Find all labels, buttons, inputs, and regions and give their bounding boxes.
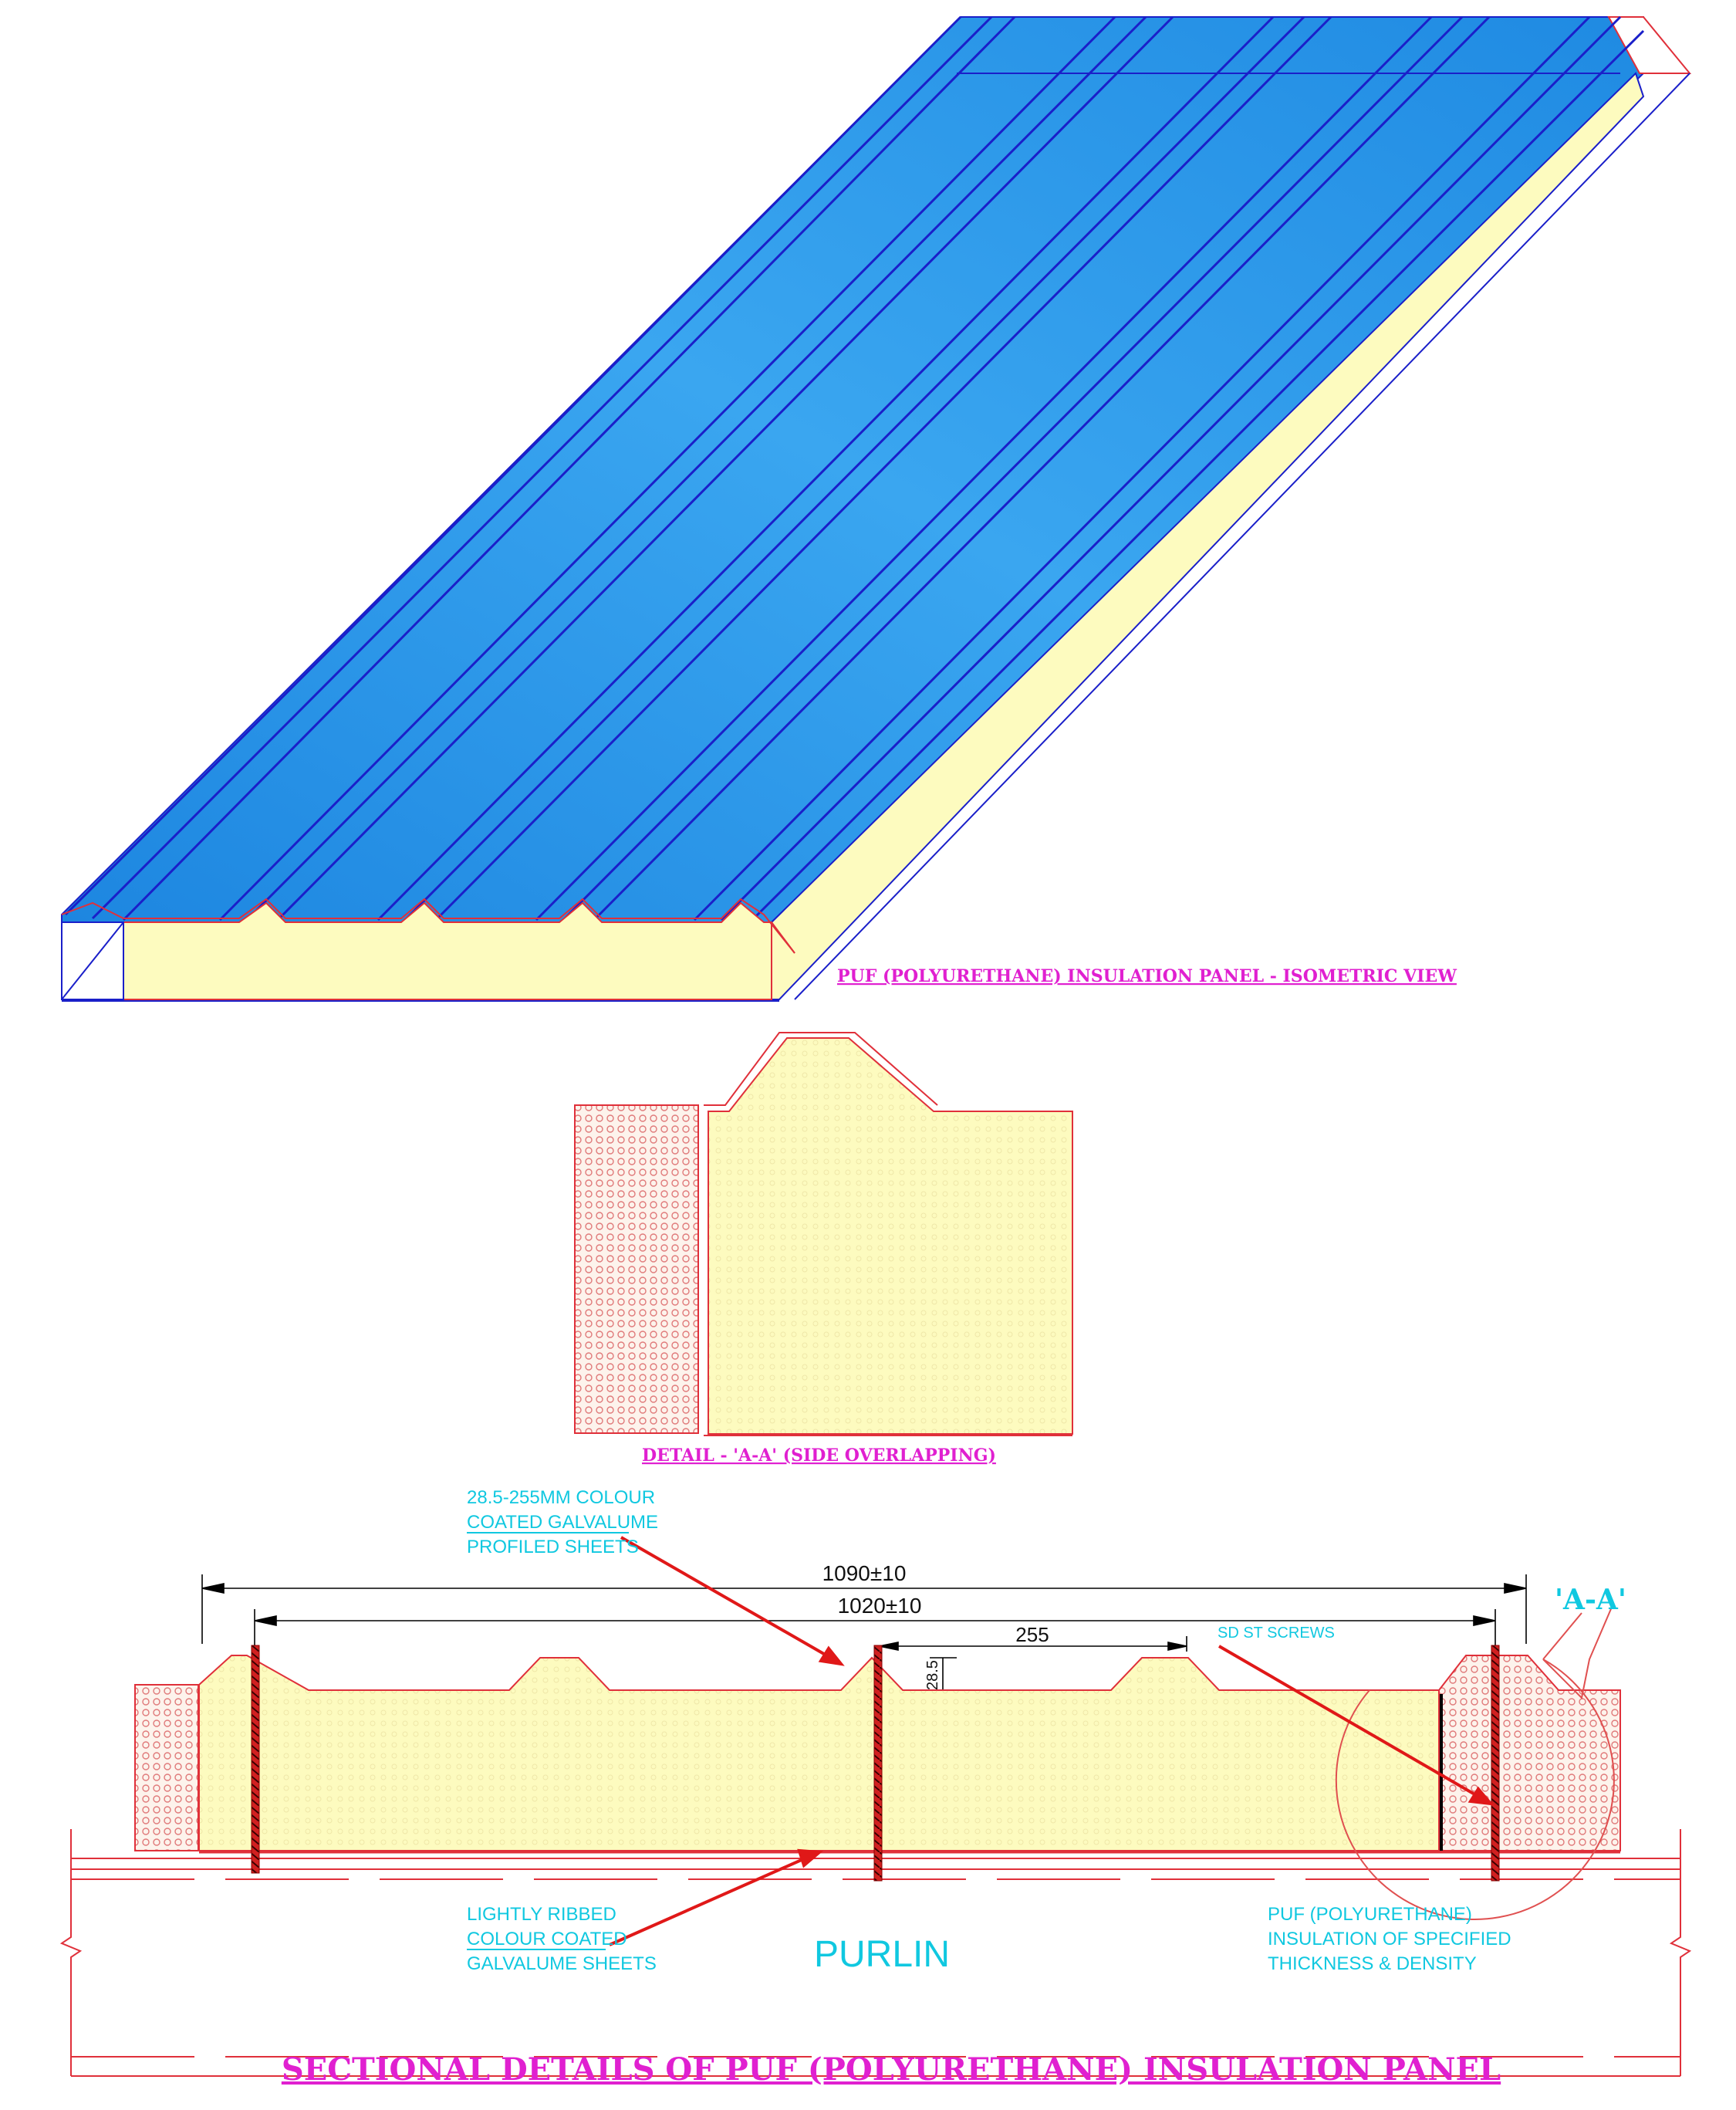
- detail-circle: [1335, 1604, 1615, 1920]
- dim-overall-label: 1090±10: [822, 1561, 907, 1585]
- iso-far-edge: [794, 73, 1690, 1000]
- detail-caption: DETAIL - 'A-A' (SIDE OVERLAPPING): [642, 1446, 996, 1466]
- svg-text:GALVALUME SHEETS: GALVALUME SHEETS: [467, 1953, 657, 1974]
- dim-rib-height-label: 28.5: [924, 1660, 941, 1690]
- label-detail-ref: 'A-A': [1555, 1584, 1626, 1616]
- dim-cover-label: 1020±10: [838, 1594, 922, 1618]
- svg-text:THICKNESS & DENSITY: THICKNESS & DENSITY: [1268, 1953, 1477, 1974]
- section-foam-body: [198, 1655, 1440, 1851]
- svg-text:COATED GALVALUME: COATED GALVALUME: [467, 1512, 658, 1533]
- detail-left-panel: [574, 1104, 699, 1434]
- dimension-rib-pitch: [879, 1636, 1187, 1652]
- iso-front-foam: [123, 901, 772, 1000]
- label-purlin: PURLIN: [814, 1934, 950, 1975]
- label-bottom-sheet: LIGHTLY RIBBED COLOUR COATED GALVALUME S…: [467, 1904, 657, 1974]
- section-left-overlap: [134, 1684, 199, 1851]
- label-top-sheet: 28.5-255MM COLOUR COATED GALVALUME PROFI…: [467, 1487, 658, 1557]
- iso-left-diagonal: [61, 921, 124, 1000]
- dim-rib-pitch-label: 255: [1015, 1623, 1049, 1646]
- iso-caption: PUF (POLYURETHANE) INSULATION PANEL - IS…: [837, 966, 1457, 986]
- leader-lines: [609, 1536, 1495, 1946]
- svg-text:28.5-255MM COLOUR: 28.5-255MM COLOUR: [467, 1487, 655, 1508]
- svg-text:INSULATION OF SPECIFIED: INSULATION OF SPECIFIED: [1268, 1929, 1511, 1949]
- detail-top-sheet: [704, 1032, 938, 1106]
- detail-main-foam: [708, 1037, 1073, 1435]
- dimension-cover: [254, 1609, 1496, 1648]
- section-title: SECTIONAL DETAILS OF PUF (POLYURETHANE) …: [282, 2051, 1501, 2088]
- dimension-overall: [201, 1574, 1527, 1644]
- section-right-overlap: [1438, 1655, 1621, 1851]
- svg-text:PROFILED SHEETS: PROFILED SHEETS: [467, 1537, 639, 1557]
- iso-front-profile: [61, 898, 795, 954]
- label-insulation: PUF (POLYURETHANE) INSULATION OF SPECIFI…: [1268, 1904, 1511, 1974]
- label-screws: SD ST SCREWS: [1218, 1625, 1335, 1642]
- isometric-view: PUF (POLYURETHANE) INSULATION PANEL - IS…: [61, 15, 1692, 1002]
- screw-left: [251, 1645, 260, 1874]
- svg-text:PUF (POLYURETHANE): PUF (POLYURETHANE): [1268, 1904, 1472, 1925]
- detail-aa: DETAIL - 'A-A' (SIDE OVERLAPPING): [574, 1032, 1073, 1466]
- iso-rib-lines: [64, 15, 1645, 921]
- iso-right-corner: [771, 921, 795, 954]
- svg-text:COLOUR COATED: COLOUR COATED: [467, 1929, 627, 1949]
- screw-mid: [873, 1645, 883, 1882]
- section-view: 1090±10 1020±10 255 28.5: [59, 1487, 1692, 2088]
- svg-text:LIGHTLY RIBBED: LIGHTLY RIBBED: [467, 1904, 616, 1925]
- screws: [251, 1645, 1500, 1882]
- screw-right: [1491, 1645, 1500, 1882]
